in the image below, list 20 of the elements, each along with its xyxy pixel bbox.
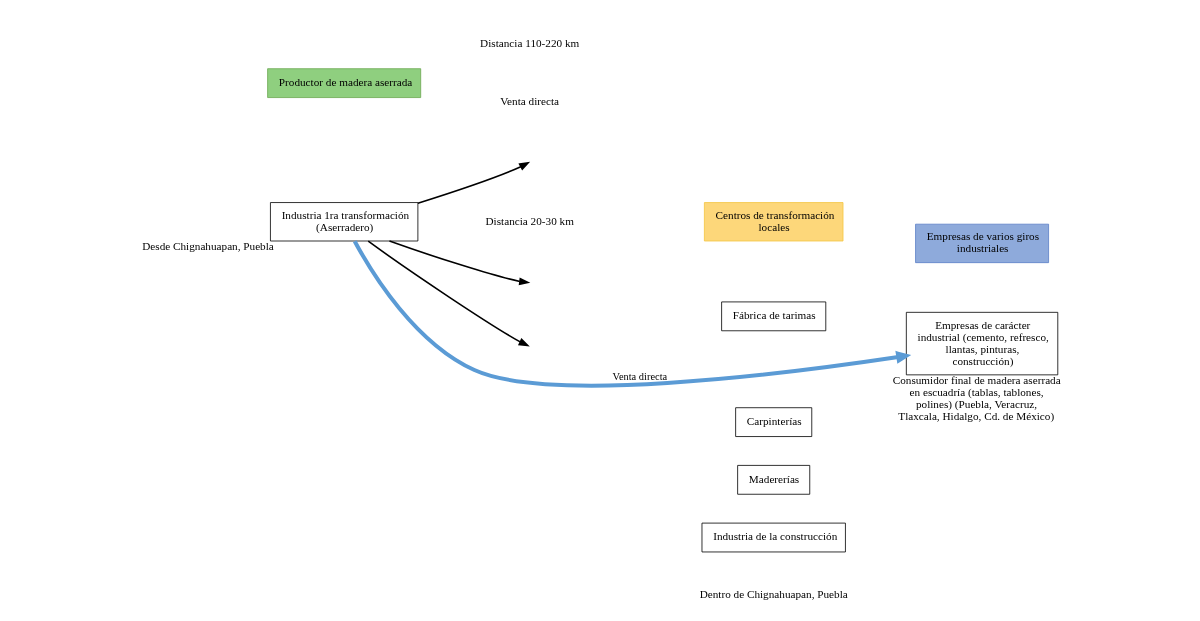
label: Dentro de Chignahuapan, Puebla xyxy=(699,588,848,601)
edge-label: Venta directa xyxy=(612,370,668,382)
node-box: Industria de la construcción xyxy=(701,522,846,553)
label: Distancia 110-220 km xyxy=(480,36,580,49)
node-box: Fábrica de tarimas xyxy=(721,301,827,332)
node-box: Industria 1ra transformación (Aserradero) xyxy=(270,202,419,242)
node-label: Desde Chignahuapan, Puebla xyxy=(142,239,274,252)
arrow xyxy=(388,240,531,286)
node-box: Madererías xyxy=(737,465,811,495)
arrow xyxy=(417,161,531,205)
node-box: Productor de madera aserrada xyxy=(267,68,422,98)
label: Distancia 20-30 km xyxy=(485,214,574,227)
node-label: Consumidor final de madera aserrada en escuadría (tablas, tablones, polines) (Puebla, Veracruz, Tlaxcala, Hidalgo, Cd. de México) xyxy=(892,373,1061,422)
arrow xyxy=(367,240,530,347)
arrow xyxy=(352,240,912,388)
node-box: Empresas de varios giros industriales xyxy=(915,223,1049,264)
node-box: Carpinterías xyxy=(735,407,813,437)
node-box: Centros de transformación locales xyxy=(704,202,844,242)
node-box: Empresas de carácter industrial (cemento, refresco, llantas, pinturas, construcción) xyxy=(905,311,1059,376)
label: Venta directa xyxy=(500,94,560,107)
